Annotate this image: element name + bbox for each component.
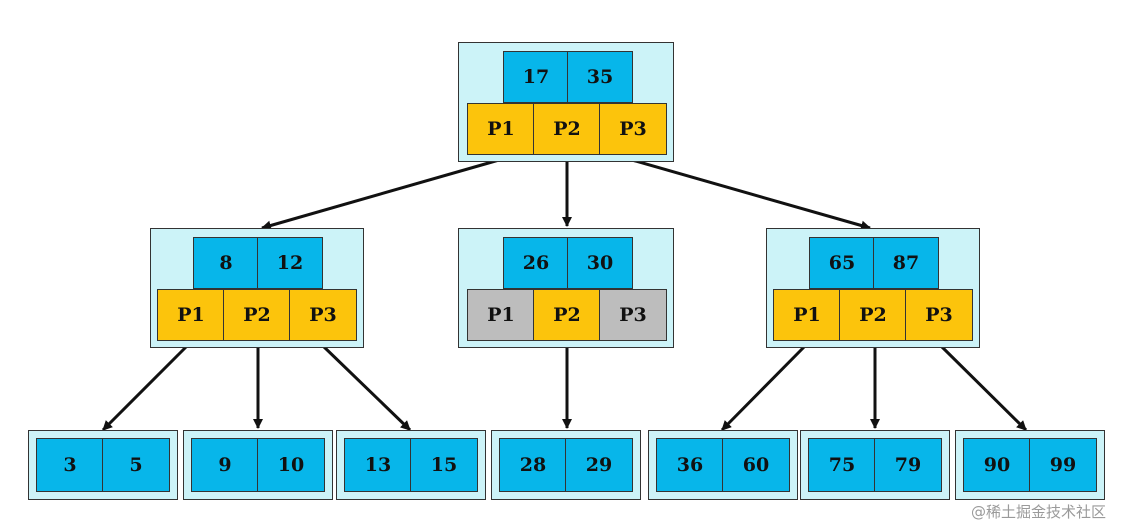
root-key-2: 35 bbox=[567, 51, 633, 103]
root-key-1: 17 bbox=[503, 51, 569, 103]
leaf-7-key-1: 90 bbox=[963, 438, 1031, 492]
internal-3-pointer-3: P3 bbox=[905, 289, 973, 341]
internal-node-1: 8 12 P1 P2 P3 bbox=[150, 228, 364, 348]
leaf-node-4: 28 29 bbox=[491, 430, 641, 500]
root-pointer-1: P1 bbox=[467, 103, 535, 155]
internal-3-key-2: 87 bbox=[873, 237, 939, 289]
leaf-4-key-2: 29 bbox=[565, 438, 633, 492]
root-pointer-2: P2 bbox=[533, 103, 601, 155]
leaf-node-6: 75 79 bbox=[800, 430, 950, 500]
leaf-1-key-2: 5 bbox=[102, 438, 170, 492]
root-node: 17 35 P1 P2 P3 bbox=[458, 42, 674, 162]
leaf-node-3: 13 15 bbox=[336, 430, 486, 500]
leaf-2-key-2: 10 bbox=[257, 438, 325, 492]
leaf-node-7: 90 99 bbox=[955, 430, 1105, 500]
leaf-node-5: 36 60 bbox=[648, 430, 798, 500]
leaf-5-key-2: 60 bbox=[722, 438, 790, 492]
edge-arrow-8 bbox=[720, 343, 808, 432]
internal-3-pointer-1: P1 bbox=[773, 289, 841, 341]
internal-2-pointer-1: P1 bbox=[467, 289, 535, 341]
leaf-node-2: 9 10 bbox=[183, 430, 333, 500]
internal-1-pointer-2: P2 bbox=[223, 289, 291, 341]
internal-1-key-2: 12 bbox=[257, 237, 323, 289]
edge-arrow-1 bbox=[261, 158, 500, 231]
watermark: @稀土掘金技术社区 bbox=[970, 503, 1106, 521]
internal-node-3: 65 87 P1 P2 P3 bbox=[766, 228, 980, 348]
internal-3-pointer-2: P2 bbox=[839, 289, 907, 341]
internal-node-2: 26 30 P1 P2 P3 bbox=[458, 228, 674, 348]
internal-2-pointer-2: P2 bbox=[533, 289, 601, 341]
internal-1-pointer-1: P1 bbox=[157, 289, 225, 341]
internal-2-key-1: 26 bbox=[503, 237, 569, 289]
edge-arrow-3 bbox=[631, 158, 871, 231]
internal-3-key-1: 65 bbox=[809, 237, 875, 289]
edge-arrow-6 bbox=[320, 343, 412, 432]
root-pointer-3: P3 bbox=[599, 103, 667, 155]
leaf-1-key-1: 3 bbox=[36, 438, 104, 492]
edge-arrow-4 bbox=[101, 343, 190, 432]
internal-1-pointer-3: P3 bbox=[289, 289, 357, 341]
leaf-2-key-1: 9 bbox=[191, 438, 259, 492]
internal-2-key-2: 30 bbox=[567, 237, 633, 289]
leaf-6-key-2: 79 bbox=[874, 438, 942, 492]
leaf-3-key-2: 15 bbox=[410, 438, 478, 492]
internal-1-key-1: 8 bbox=[193, 237, 259, 289]
leaf-7-key-2: 99 bbox=[1029, 438, 1097, 492]
internal-2-pointer-3: P3 bbox=[599, 289, 667, 341]
leaf-6-key-1: 75 bbox=[808, 438, 876, 492]
leaf-3-key-1: 13 bbox=[344, 438, 412, 492]
leaf-5-key-1: 36 bbox=[656, 438, 724, 492]
leaf-node-1: 3 5 bbox=[28, 430, 178, 500]
leaf-4-key-1: 28 bbox=[499, 438, 567, 492]
edge-arrow-10 bbox=[938, 343, 1028, 432]
